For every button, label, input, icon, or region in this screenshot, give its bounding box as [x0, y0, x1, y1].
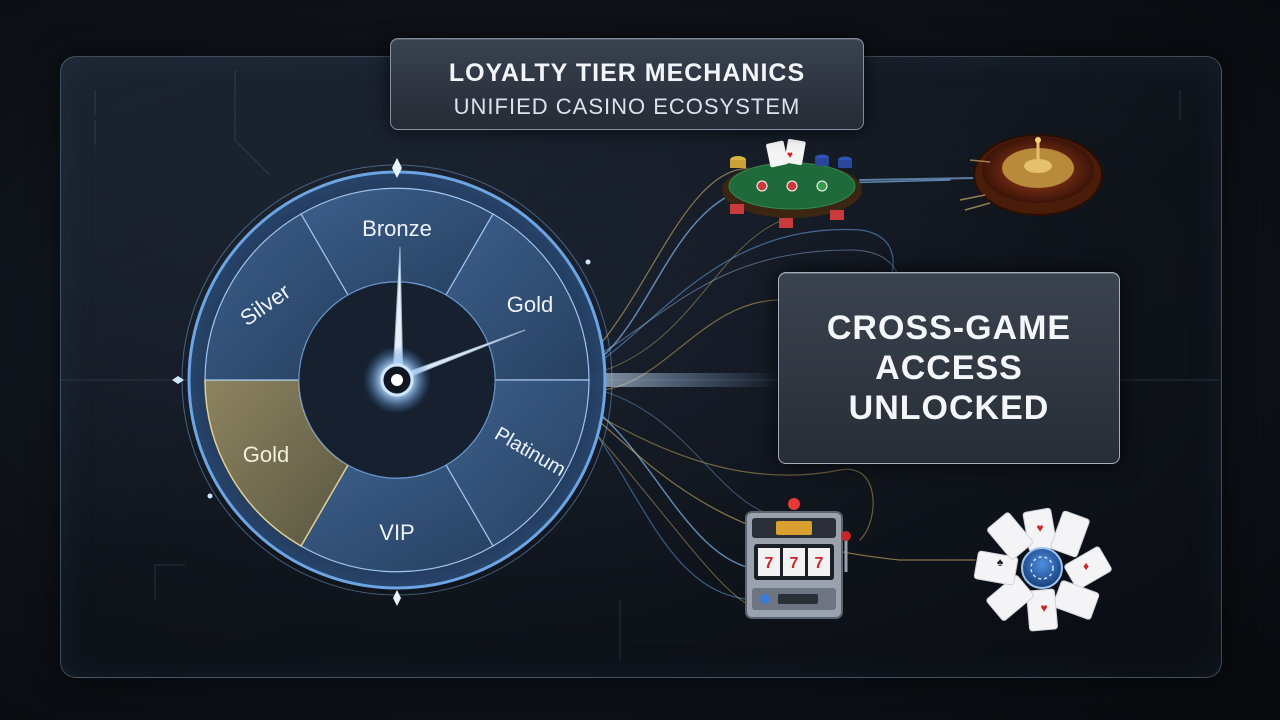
slot-machine-icon: 7 7 7	[745, 498, 851, 619]
tier-label-gold-lower: Gold	[243, 442, 289, 467]
tier-dial: Bronze Gold Platinum VIP Gold Silver	[172, 158, 613, 606]
title-panel: LOYALTY TIER MECHANICS UNIFIED CASINO EC…	[390, 38, 864, 130]
playing-cards-icon: ♥ ♦ ♠ ♥	[973, 507, 1112, 632]
svg-text:♦: ♦	[1083, 559, 1089, 573]
marker-left	[172, 376, 184, 384]
marker-top	[392, 158, 402, 178]
access-callout-text: CROSS-GAME ACCESS UNLOCKED	[826, 309, 1072, 427]
tier-label-gold-upper: Gold	[507, 292, 553, 317]
access-callout: CROSS-GAME ACCESS UNLOCKED	[778, 272, 1120, 464]
svg-text:♥: ♥	[1036, 521, 1043, 535]
tier-label-bronze: Bronze	[362, 216, 432, 241]
marker-bottom	[393, 590, 401, 606]
page-subtitle: UNIFIED CASINO ECOSYSTEM	[453, 94, 801, 119]
page-title: LOYALTY TIER MECHANICS	[448, 59, 806, 87]
svg-text:7: 7	[790, 555, 799, 572]
svg-text:7: 7	[765, 555, 774, 572]
tier-label-vip: VIP	[379, 520, 414, 545]
svg-text:7: 7	[815, 555, 824, 572]
svg-text:♠: ♠	[997, 555, 1004, 569]
poker-table-icon: ♥	[722, 138, 862, 228]
svg-text:♥: ♥	[787, 150, 793, 161]
roulette-wheel-icon	[959, 134, 1103, 216]
svg-text:♥: ♥	[1040, 601, 1047, 615]
